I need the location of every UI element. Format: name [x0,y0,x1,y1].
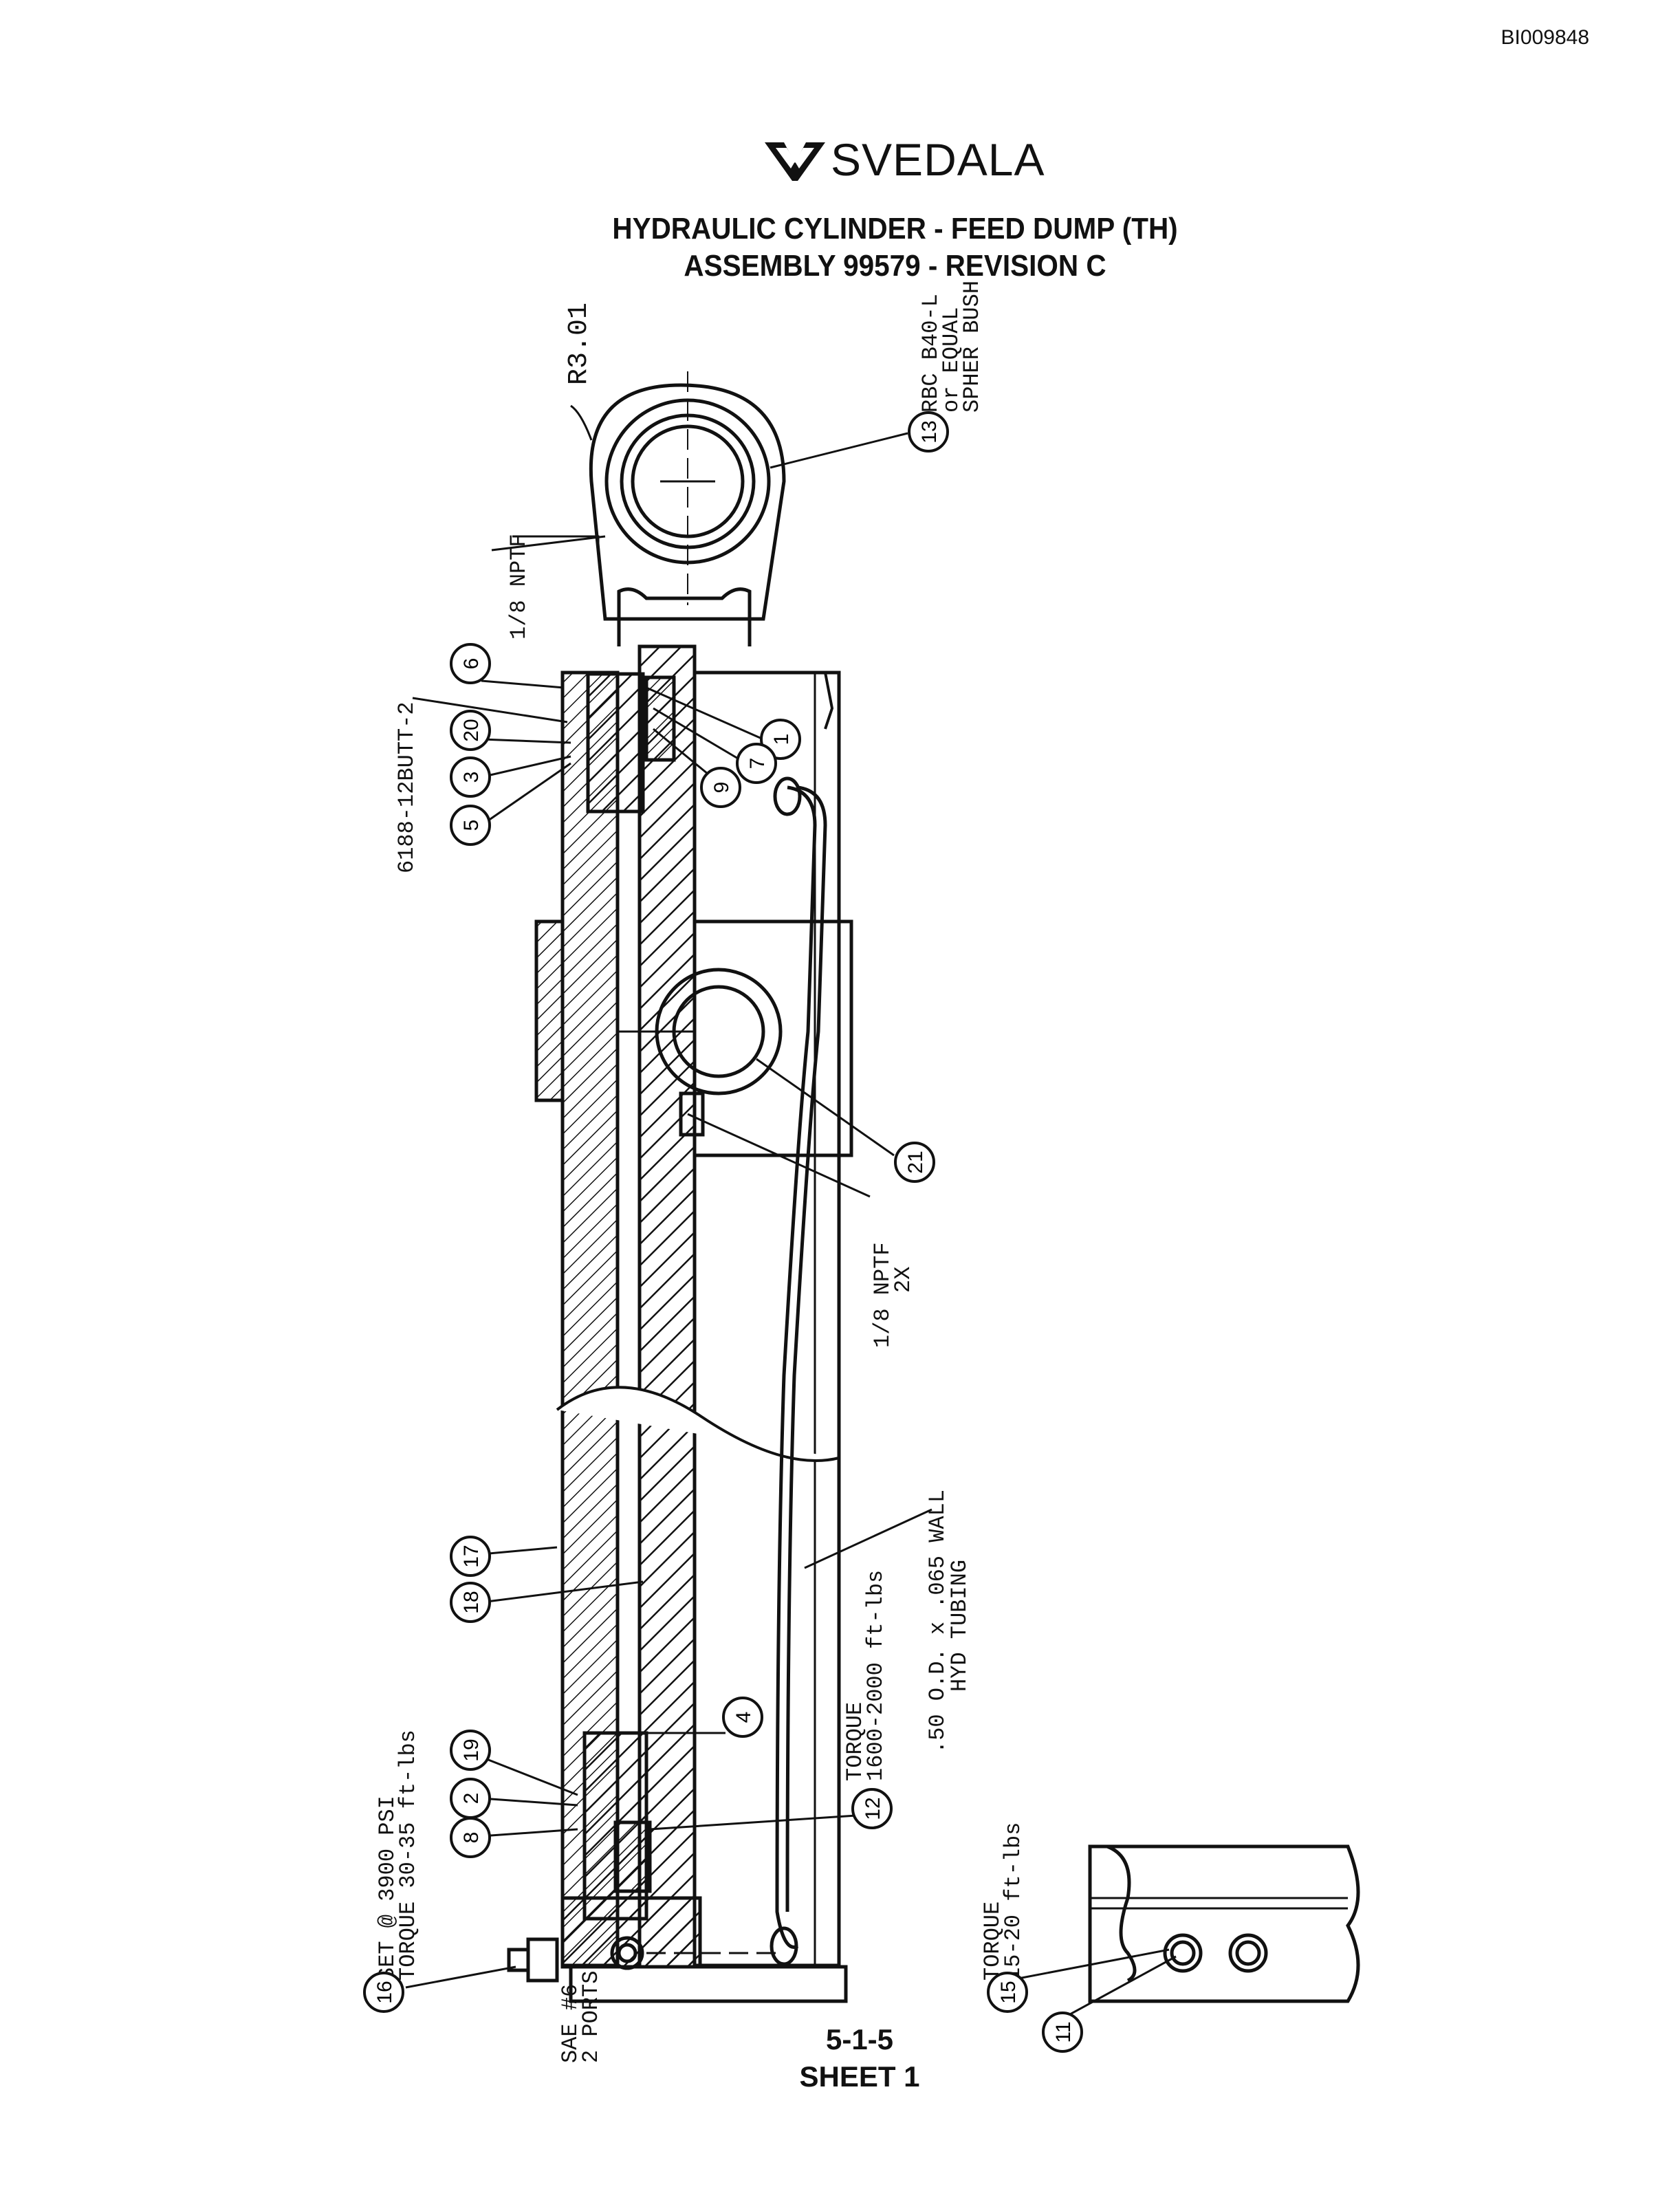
brand-name: SVEDALA [831,134,1045,185]
svg-text:6: 6 [460,658,483,670]
balloon-6: 6 [450,643,491,684]
balloon-18: 18 [450,1582,491,1623]
balloon-17: 17 [450,1536,491,1577]
svg-text:8: 8 [460,1832,483,1844]
balloon-13: 13 [908,411,949,453]
leader-lines [405,404,1177,2020]
bushing-label-3: SPHER BUSH [959,281,985,413]
svg-text:16: 16 [373,1981,396,2003]
radius-label: R3.01 [564,303,595,385]
svg-text:21: 21 [904,1151,927,1173]
page-number: 5-1-5 [825,2023,894,2056]
svg-text:9: 9 [710,782,733,794]
relief-label-1: SET @ 3900 PSI [375,1796,400,1981]
svg-text:3: 3 [460,772,483,783]
svg-text:11: 11 [1052,2021,1075,2042]
ports-label-2: 2 PORTS [578,1971,604,2063]
balloon-7: 7 [736,743,777,784]
balloon-8: 8 [450,1817,491,1858]
svg-text:13: 13 [918,420,941,443]
bushing-label-1: RBC B40-L [918,294,943,413]
balloon-15: 15 [987,1972,1028,2013]
balloon-4: 4 [722,1697,763,1738]
balloon-5: 5 [450,805,491,846]
drawing-title: HYDRAULIC CYLINDER - FEED DUMP (TH) [612,212,1178,246]
ports-label-1: SAE #6 [558,1984,583,2063]
bushing-label-2: or EQUAL [939,307,964,413]
svedala-logo-icon [765,142,825,181]
gland [586,672,645,814]
sheet-label: SHEET 1 [799,2060,920,2093]
detail-view [1088,1844,1360,2003]
drawing-subtitle: ASSEMBLY 99579 - REVISION C [684,249,1106,283]
svg-text:4: 4 [732,1712,755,1723]
svg-text:12: 12 [862,1797,884,1820]
fitting-label: 6188-12BUTT-2 [394,701,419,873]
balloon-9: 9 [700,767,741,808]
torque12-label-2: 1600-2000 ft-lbs [863,1570,888,1781]
relief-label-2: TORQUE 30-35 ft-lbs [395,1730,421,1981]
svg-text:2: 2 [460,1793,483,1805]
torque15-label-2: 15-20 ft-lbs [1001,1822,1026,1981]
rod-eye [589,371,786,646]
nptf-mid-label-2: 2X [891,1267,916,1293]
svg-text:17: 17 [460,1545,483,1567]
balloon-2: 2 [450,1778,491,1819]
balloon-11: 11 [1042,2012,1083,2053]
balloon-19: 19 [450,1730,491,1771]
svg-text:15: 15 [997,1981,1020,2003]
tubing-label-1: .50 O.D. x .065 WALL [925,1490,950,1754]
balloon-20: 20 [450,710,491,751]
nptf-top-label: 1/8 NPTF [506,534,532,640]
svg-text:7: 7 [746,758,769,770]
torque15-label-1: TORQUE [980,1901,1005,1981]
trunnion-mount [534,919,853,1157]
svg-text:19: 19 [460,1738,483,1761]
svg-text:1: 1 [770,734,793,745]
tubing-label-2: HYD TUBING [947,1560,972,1692]
brand-logo: SVEDALA [763,132,1045,187]
hydraulic-tubing [770,776,827,1966]
torque12-label-1: TORQUE [842,1702,868,1781]
balloon-16: 16 [363,1972,404,2013]
svg-text:18: 18 [460,1591,483,1613]
nptf-mid-label-1: 1/8 NPTF [870,1242,895,1348]
balloon-12: 12 [851,1788,893,1829]
balloon-21: 21 [894,1142,935,1183]
document-id: BI009848 [1501,26,1589,49]
svg-text:20: 20 [460,719,483,741]
svg-text:5: 5 [460,820,483,831]
balloon-3: 3 [450,756,491,798]
